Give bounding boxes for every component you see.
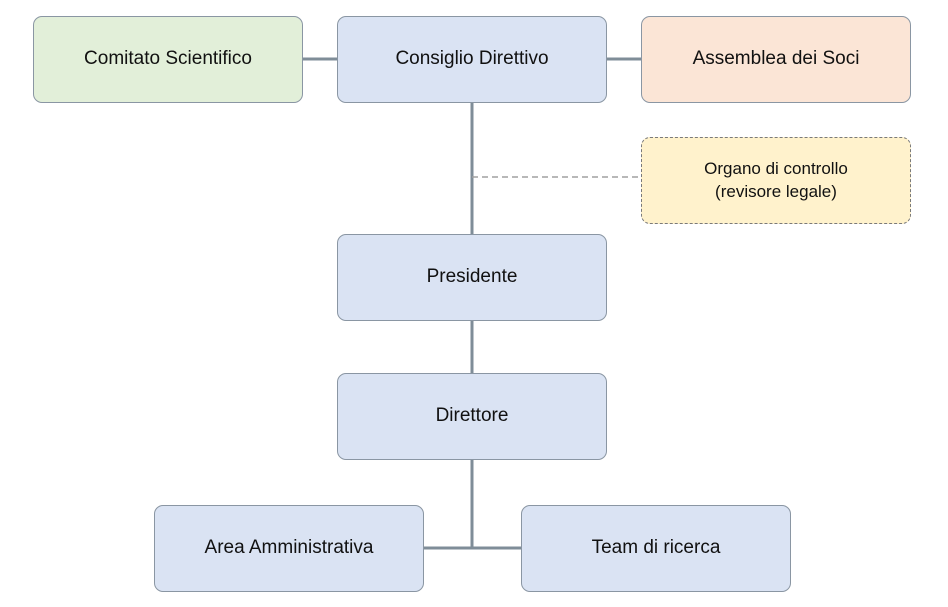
node-direttore-label: Direttore (435, 405, 509, 427)
node-assemblea-soci-label: Assemblea dei Soci (692, 48, 860, 70)
node-comitato-scientifico-label: Comitato Scientifico (84, 48, 252, 70)
node-team-ricerca: Team di ricerca (521, 505, 791, 592)
node-organo-controllo: Organo di controllo (revisore legale) (641, 137, 911, 224)
node-organo-controllo-label: Organo di controllo (revisore legale) (704, 159, 848, 201)
node-consiglio-direttivo-label: Consiglio Direttivo (395, 48, 549, 70)
node-comitato-scientifico: Comitato Scientifico (33, 16, 303, 103)
node-area-amministrativa-label: Area Amministrativa (204, 537, 374, 559)
node-team-ricerca-label: Team di ricerca (591, 537, 721, 559)
node-consiglio-direttivo: Consiglio Direttivo (337, 16, 607, 103)
node-assemblea-soci: Assemblea dei Soci (641, 16, 911, 103)
node-direttore: Direttore (337, 373, 607, 460)
node-area-amministrativa: Area Amministrativa (154, 505, 424, 592)
node-presidente-label: Presidente (426, 266, 518, 288)
node-presidente: Presidente (337, 234, 607, 321)
